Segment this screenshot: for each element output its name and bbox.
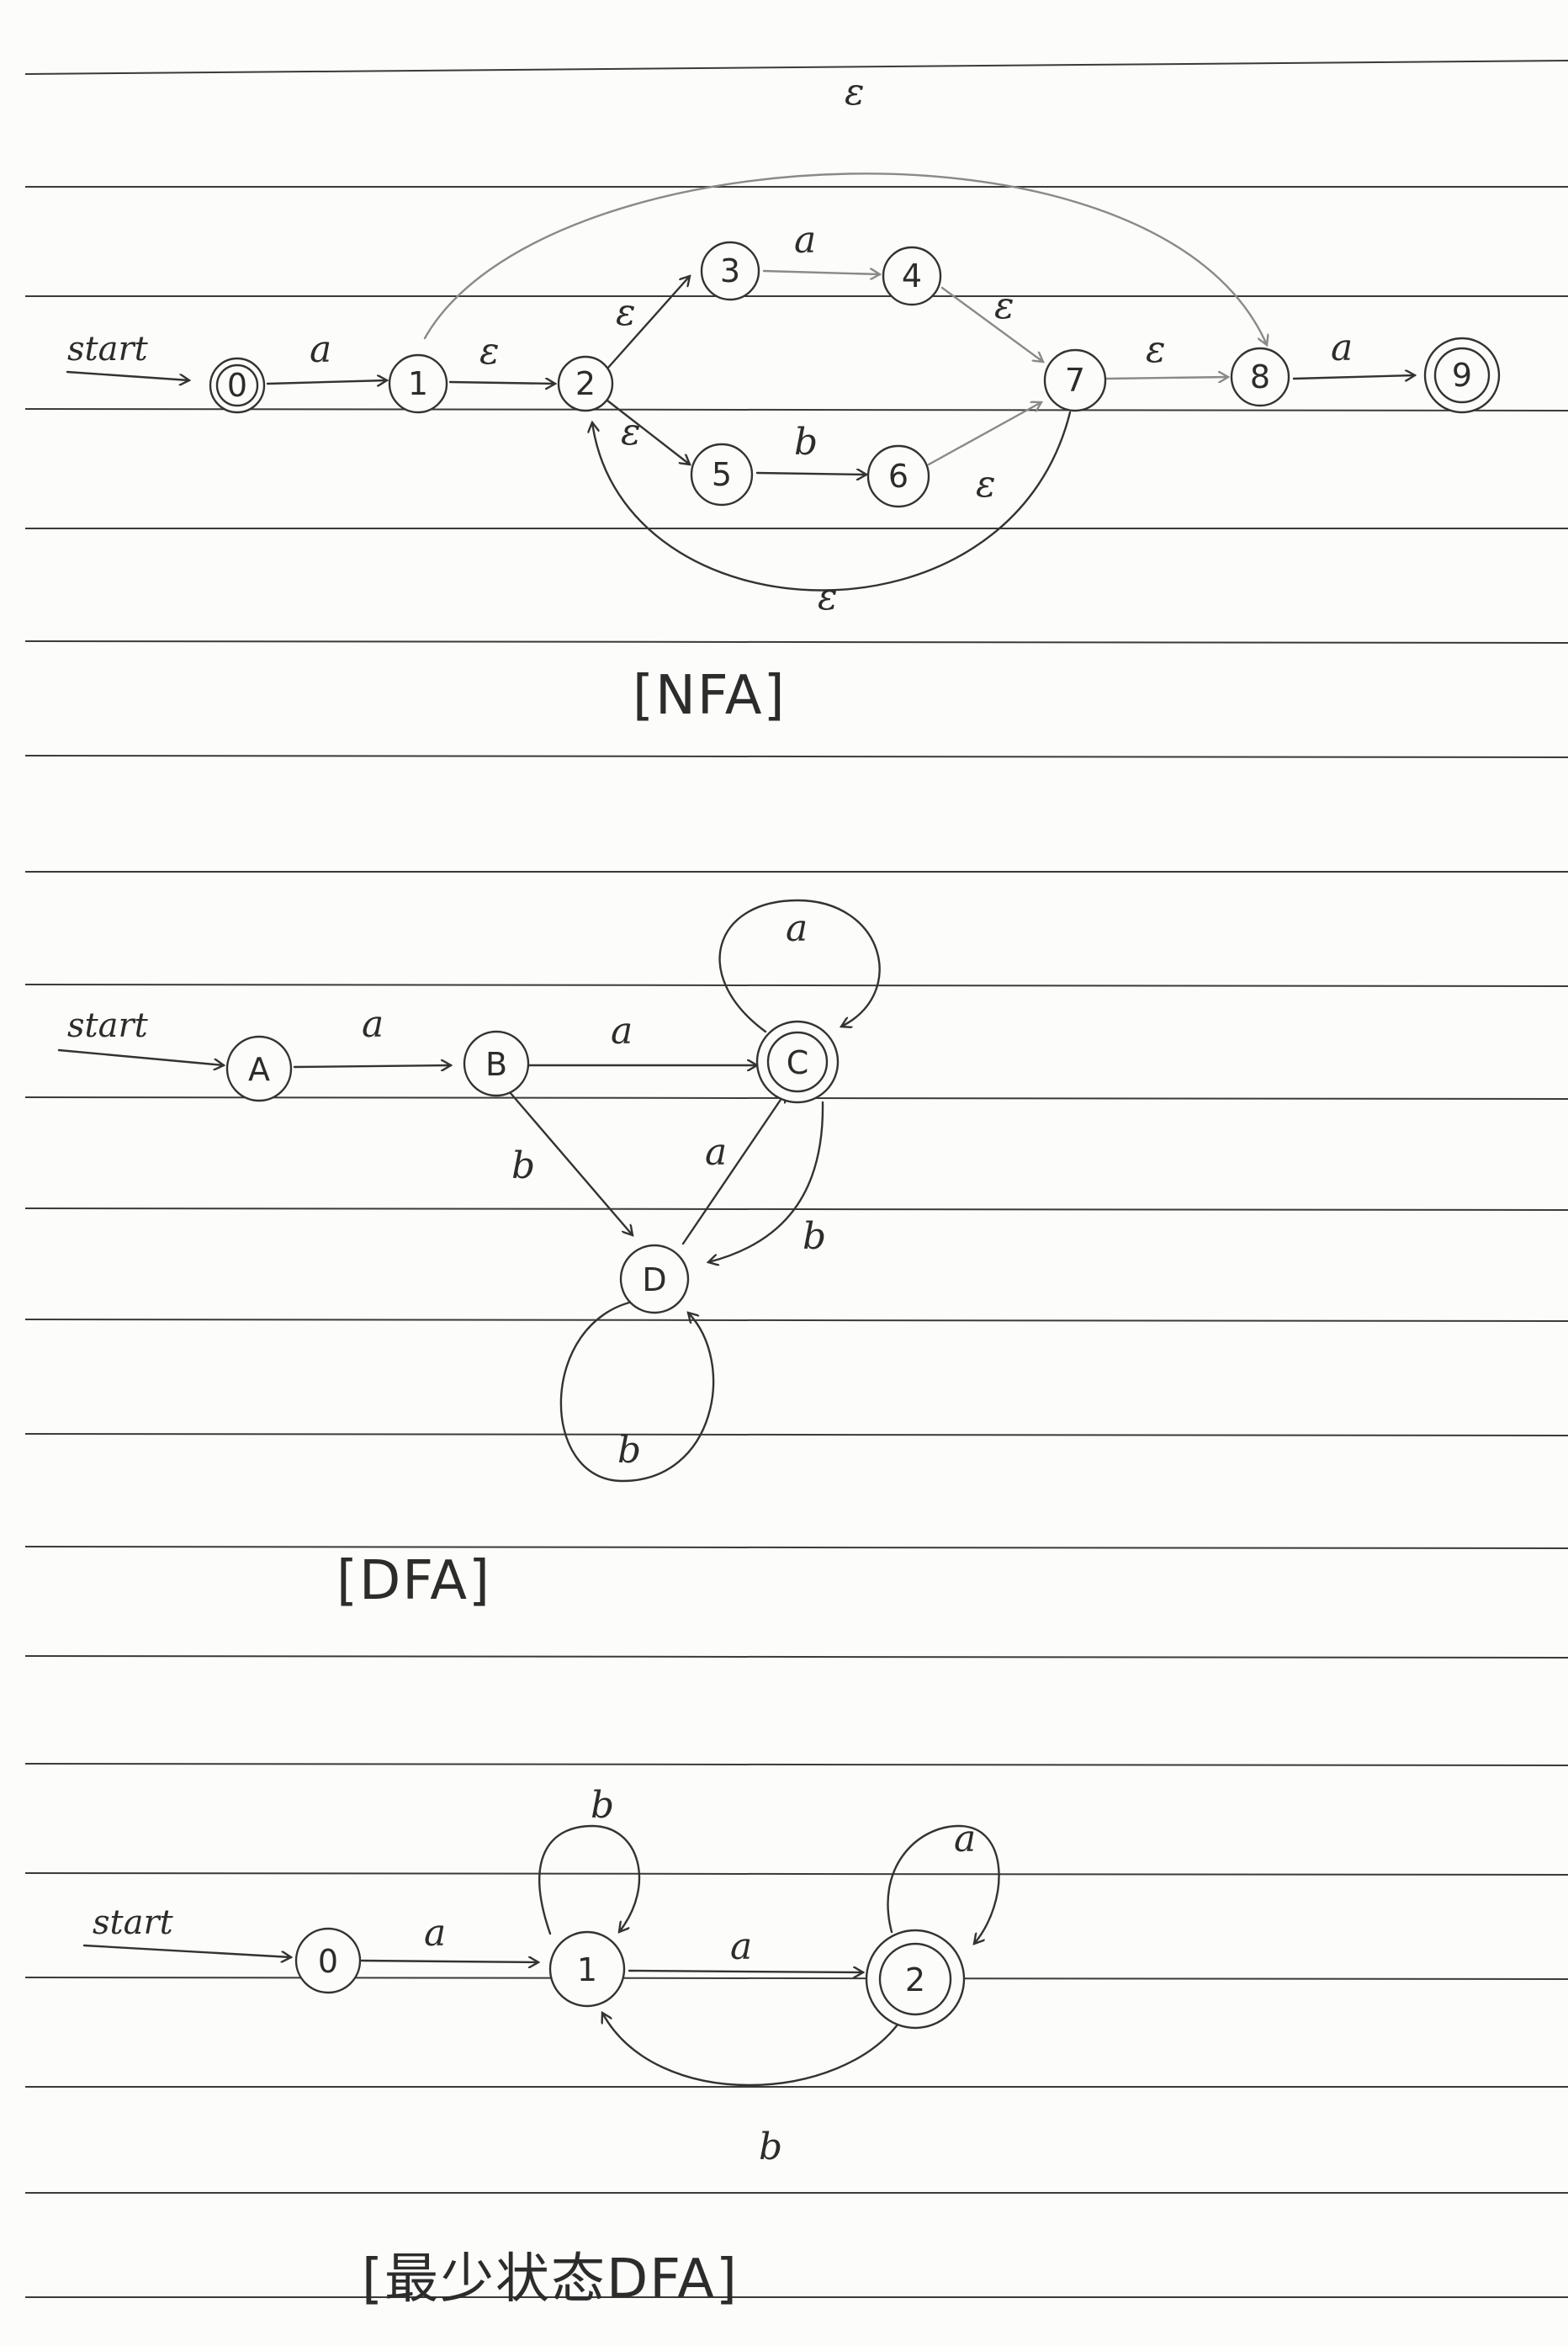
nfa-edge-2-5 [606, 399, 690, 464]
min-dfa-caption: [最少状态DFA] [362, 2248, 739, 2311]
dfa-edge-B-D [508, 1091, 633, 1235]
nfa-state-0: 0 [209, 357, 266, 414]
nfa-start-arrow [66, 370, 189, 380]
min-dfa-edge-2-2 [887, 1824, 1000, 1944]
dfa-edge-A-B [293, 1065, 451, 1067]
nfa-edge-5-6 [755, 473, 866, 475]
dfa-state-C: C [755, 1020, 840, 1104]
dfa-label-A-B: a [362, 1003, 384, 1046]
dfa-caption: [DFA] [336, 1550, 491, 1612]
svg-text:4: 4 [902, 257, 922, 295]
nfa-state-9: 9 [1423, 337, 1501, 414]
min-dfa-start-arrow [82, 1944, 291, 1957]
nfa-state-8: 8 [1230, 347, 1290, 407]
min-dfa-edge-1-1 [538, 1824, 641, 1935]
ruled-lines [24, 60, 1568, 2298]
min-dfa-edge-2-1 [602, 2013, 902, 2087]
svg-text:6: 6 [888, 458, 908, 495]
nfa-state-1: 1 [388, 353, 448, 414]
nfa-label-5-6: b [794, 421, 818, 464]
nfa-edge-4-7 [940, 286, 1043, 362]
dfa-edge-C-D [708, 1101, 824, 1262]
nfa-label-8-9: a [1331, 326, 1353, 369]
nfa-label-1-2: ε [479, 330, 500, 373]
nfa-state-3: 3 [700, 241, 760, 301]
nfa-label-2-3: ε [616, 291, 636, 334]
dfa-label-C-D: b [803, 1215, 826, 1258]
nfa-edge-0-1 [266, 380, 387, 384]
svg-text:0: 0 [227, 367, 247, 404]
nfa-edge-6-7 [927, 402, 1041, 466]
svg-text:2: 2 [575, 365, 596, 402]
min-dfa-label-1-2: a [730, 1925, 752, 1968]
svg-text:1: 1 [577, 1951, 597, 1988]
nfa-start-label: start [67, 330, 149, 369]
nfa-edge-1-8 [423, 172, 1267, 345]
svg-text:A: A [248, 1051, 270, 1088]
nfa-state-6: 6 [866, 444, 930, 508]
dfa-edge-D-C [681, 1092, 786, 1245]
min-dfa-state-0: 0 [294, 1927, 362, 1994]
min-dfa-label-0-1: a [424, 1912, 446, 1955]
nfa-state-4: 4 [882, 246, 942, 306]
nfa-edge-1-2 [448, 382, 555, 384]
dfa-state-D: D [619, 1244, 690, 1314]
svg-text:B: B [485, 1046, 507, 1083]
dfa-label-D-D: b [617, 1429, 641, 1472]
nfa-state-7: 7 [1043, 348, 1107, 412]
svg-text:1: 1 [408, 365, 428, 402]
dfa-label-B-D: b [511, 1144, 535, 1187]
dfa-label-C-C: a [786, 907, 808, 950]
nfa-label-2-5: ε [621, 411, 641, 454]
min-dfa-start-label: start [93, 1903, 174, 1942]
nfa-label-7-2: ε [818, 576, 838, 618]
dfa-label-D-C: a [705, 1131, 727, 1174]
nfa-label-3-4: a [794, 219, 816, 262]
nfa-label-6-7: ε [976, 463, 996, 506]
svg-text:2: 2 [905, 1961, 925, 1998]
min-dfa-edge-0-1 [360, 1961, 538, 1962]
nfa-edge-8-9 [1292, 375, 1415, 379]
nfa-edge-3-4 [762, 271, 880, 274]
min-dfa-edge-1-2 [628, 1971, 863, 1972]
nfa-label-4-7: ε [994, 284, 1014, 327]
svg-text:C: C [787, 1044, 809, 1081]
dfa-start-arrow [57, 1048, 224, 1065]
nfa-state-2: 2 [557, 355, 614, 412]
nfa-diagram: start a ε ε a ε ε b ε ε a ε ε 0 [66, 71, 1501, 727]
svg-text:8: 8 [1250, 358, 1270, 395]
dfa-start-label: start [67, 1006, 149, 1045]
dfa-edge-D-D [559, 1299, 715, 1483]
dfa-state-B: B [463, 1030, 530, 1097]
min-dfa-label-2-2: a [954, 1818, 976, 1860]
nfa-edge-7-8 [1105, 377, 1228, 379]
min-dfa-diagram: start a b a a b 0 1 2 [最少状态DFA] [82, 1784, 1000, 2311]
svg-text:0: 0 [318, 1943, 338, 1980]
nfa-label-0-1: a [310, 328, 331, 371]
svg-text:D: D [642, 1261, 666, 1298]
nfa-state-5: 5 [690, 443, 754, 507]
svg-text:3: 3 [720, 252, 740, 289]
dfa-label-B-C: a [611, 1010, 633, 1053]
nfa-edge-2-3 [606, 276, 690, 370]
min-dfa-label-2-1: b [759, 2126, 782, 2168]
nfa-caption: [NFA] [633, 665, 787, 727]
nfa-label-7-8: ε [1146, 328, 1166, 371]
svg-text:9: 9 [1452, 357, 1472, 394]
min-dfa-label-1-1: b [591, 1784, 614, 1827]
min-dfa-state-1: 1 [548, 1930, 626, 2008]
svg-text:5: 5 [712, 456, 732, 493]
min-dfa-state-2: 2 [865, 1929, 966, 2030]
dfa-edge-C-C [718, 899, 881, 1033]
nfa-edge-7-2 [592, 411, 1072, 592]
dfa-diagram: start a a b a b a b A B C [57, 899, 881, 1612]
nfa-label-1-8: ε [845, 71, 865, 114]
svg-text:7: 7 [1065, 362, 1085, 399]
dfa-state-A: A [225, 1035, 293, 1102]
